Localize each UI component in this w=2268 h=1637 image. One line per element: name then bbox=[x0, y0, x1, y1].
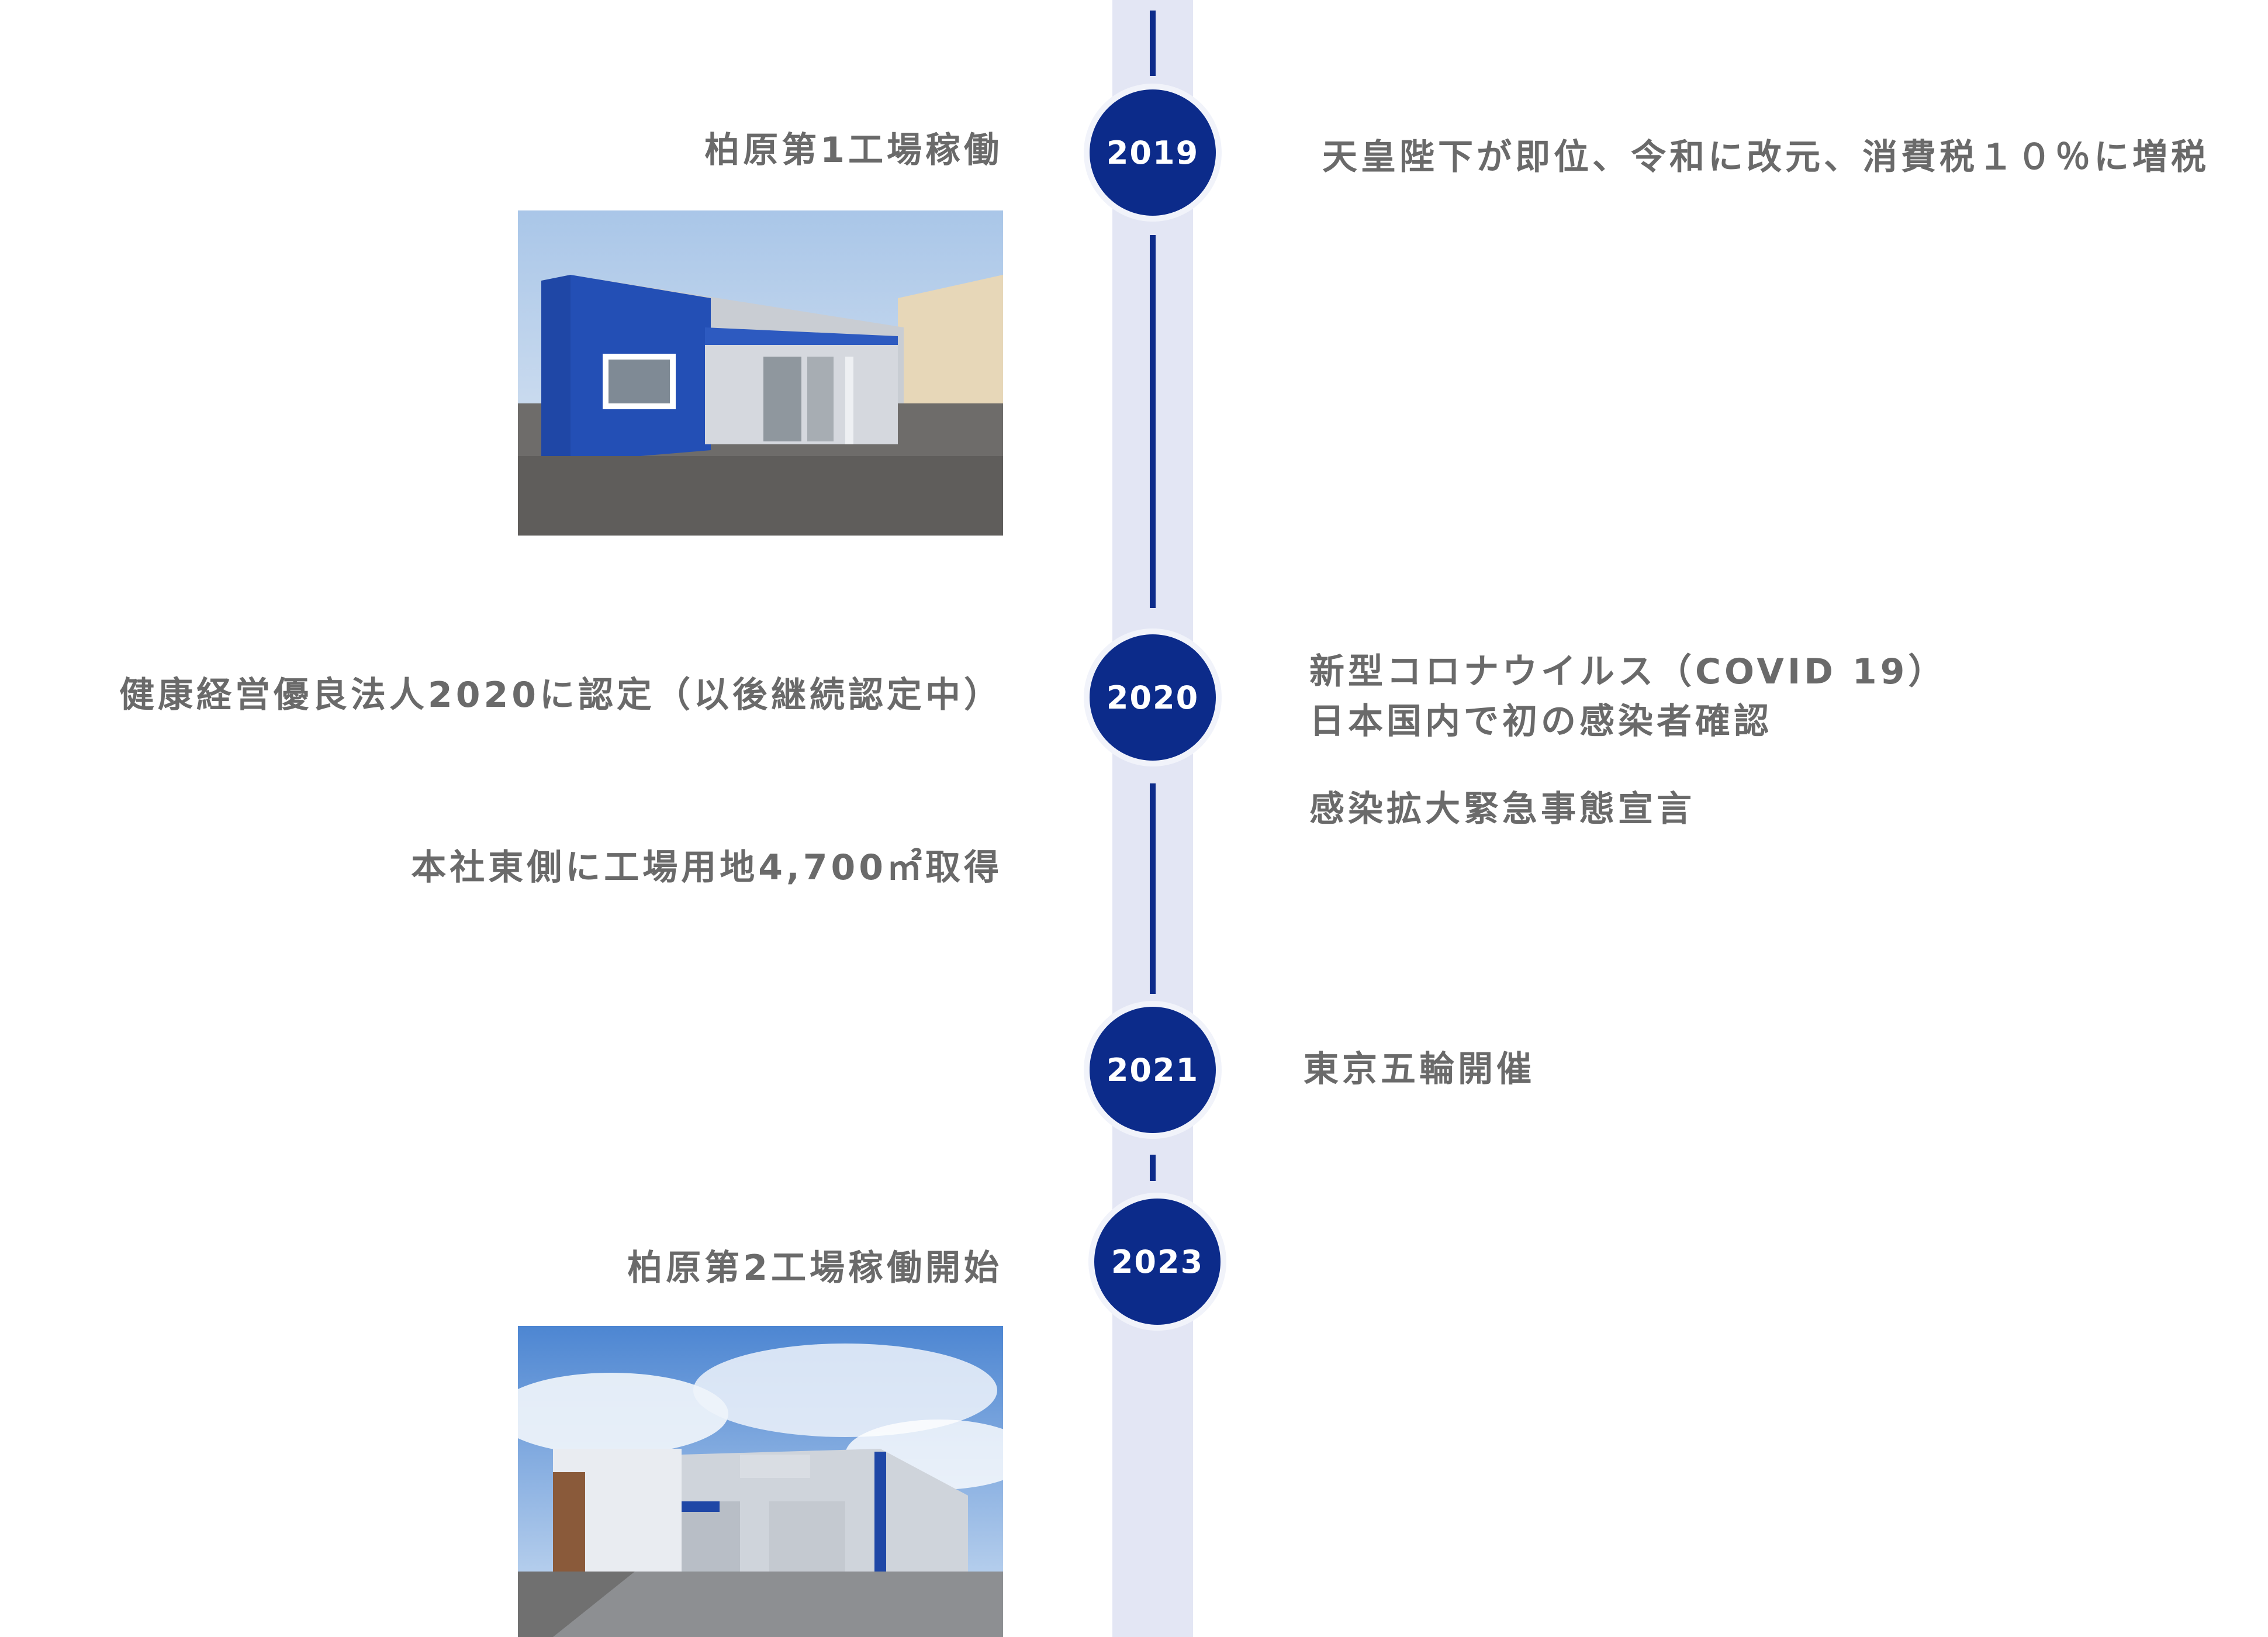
year-label: 2019 bbox=[1106, 134, 1199, 171]
year-label: 2021 bbox=[1106, 1051, 1199, 1089]
year-node-2020: 2020 bbox=[1084, 628, 1222, 766]
timeline-connector bbox=[1150, 235, 1156, 608]
event-right-2021: 東京五輪開催 bbox=[1304, 1049, 1535, 1090]
timeline-connector bbox=[1150, 11, 1156, 76]
event-right-2020-1: 新型コロナウイルス（COVID 19） bbox=[1309, 651, 1947, 692]
year-node-2019: 2019 bbox=[1084, 84, 1222, 222]
timeline-connector bbox=[1150, 1155, 1156, 1181]
event-left-2019: 柏原第1工場稼働 bbox=[704, 130, 1002, 171]
event-left-2020-2: 本社東側に工場用地4,700㎡取得 bbox=[411, 847, 1002, 888]
year-label: 2023 bbox=[1111, 1243, 1204, 1280]
factory-1-image bbox=[518, 210, 1003, 536]
factory-2-image bbox=[518, 1326, 1003, 1637]
year-label: 2020 bbox=[1106, 679, 1199, 716]
factory-1-photo bbox=[518, 210, 1003, 536]
timeline-connector bbox=[1150, 783, 1156, 994]
event-right-2020-3: 感染拡大緊急事態宣言 bbox=[1309, 789, 1695, 830]
event-right-2019: 天皇陛下が即位、令和に改元、消費税１０％に増税 bbox=[1322, 137, 2210, 178]
event-left-2020-1: 健康経営優良法人2020に認定（以後継続認定中） bbox=[119, 675, 1002, 716]
event-left-2023: 柏原第2工場稼働開始 bbox=[627, 1248, 1002, 1289]
year-node-2023: 2023 bbox=[1088, 1193, 1226, 1331]
event-right-2020-2: 日本国内で初の感染者確認 bbox=[1309, 701, 1772, 742]
year-node-2021: 2021 bbox=[1084, 1001, 1222, 1139]
factory-2-photo bbox=[518, 1326, 1003, 1637]
